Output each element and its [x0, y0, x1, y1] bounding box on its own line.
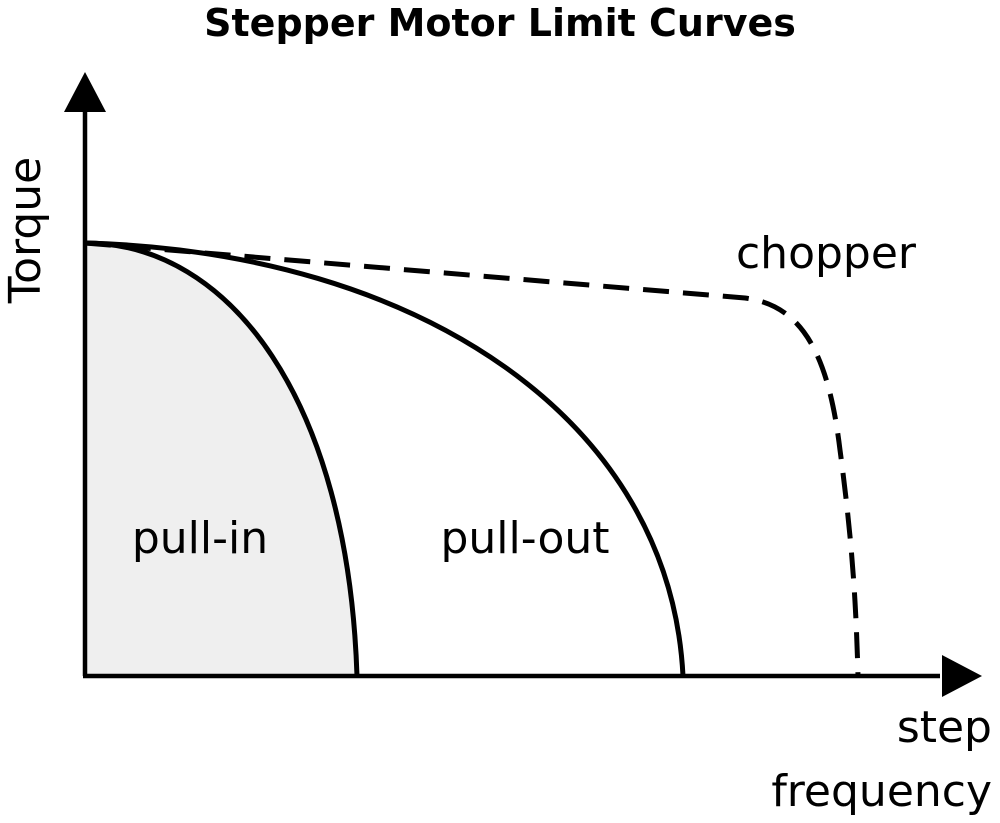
y-axis-arrowhead [64, 72, 106, 112]
diagram-title: Stepper Motor Limit Curves [204, 1, 796, 45]
pull-in-label: pull-in [132, 513, 268, 564]
x-axis-label-frequency: frequency [771, 766, 992, 817]
pull-in-curve [84, 240, 360, 677]
pull-out-label: pull-out [440, 513, 609, 564]
x-axis-arrowhead [942, 655, 982, 697]
y-axis-label: Torque [0, 157, 51, 305]
chopper-curve [84, 240, 861, 677]
pull-in-region [85, 243, 357, 676]
x-axis-label-step: step [897, 702, 992, 753]
chopper-label: chopper [736, 228, 917, 279]
